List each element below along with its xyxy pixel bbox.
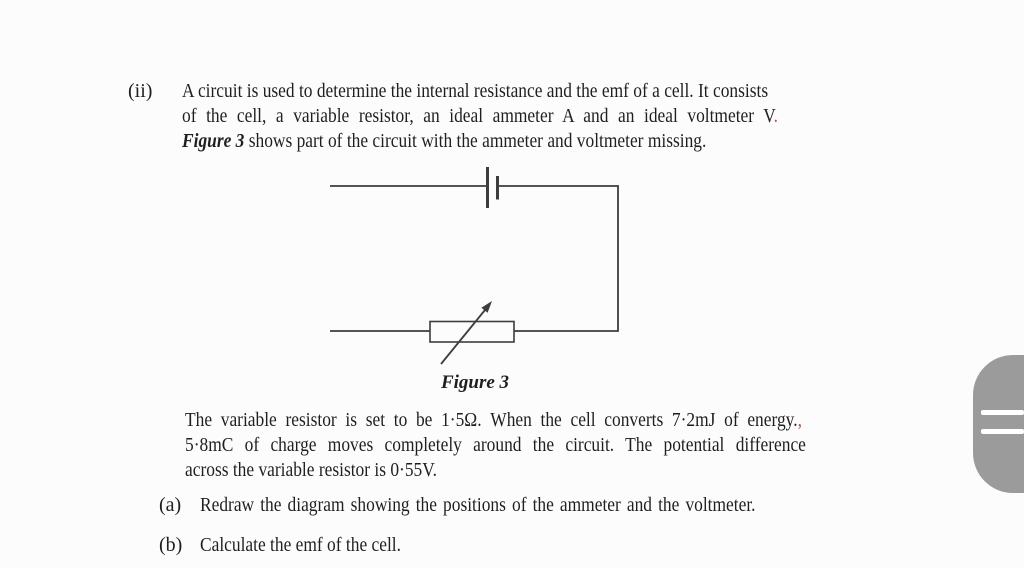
details-line-2: 5·8mC of charge moves completely around … — [185, 434, 806, 456]
details-line-1: The variable resistor is set to be 1·5Ω.… — [185, 409, 802, 431]
subquestion-a-text: Redraw the diagram showing the positions… — [200, 494, 756, 516]
question-marker: (ii) — [128, 80, 153, 102]
figure-caption: Figure 3 — [440, 372, 510, 393]
subquestion-b-marker: (b) — [159, 534, 183, 556]
menu-lines-icon — [981, 410, 1024, 415]
details-line-3: across the variable resistor is 0·55V. — [185, 459, 437, 481]
variable-resistor-arrowhead-icon — [481, 301, 492, 313]
stray-period: . — [773, 105, 778, 127]
question-line-3: Figure 3 shows part of the circuit with … — [182, 130, 707, 152]
question-paragraph: A circuit is used to determine the inter… — [182, 79, 867, 154]
question-line-1: A circuit is used to determine the inter… — [182, 80, 769, 102]
figure-3-reference: Figure 3 — [182, 130, 245, 152]
right-wire — [499, 185, 619, 332]
resistor-body — [429, 320, 515, 343]
variable-resistor-arrow-shaft — [440, 309, 486, 365]
menu-lines-icon — [981, 429, 1024, 434]
question-line-2: of the cell, a variable resistor, an ide… — [182, 105, 778, 127]
subquestion-a-marker: (a) — [159, 494, 182, 516]
scroll-drag-handle[interactable] — [973, 355, 1024, 493]
stray-comma: , — [797, 409, 802, 431]
subquestion-b-text: Calculate the emf of the cell. — [200, 534, 401, 556]
details-paragraph: The variable resistor is set to be 1·5Ω.… — [185, 408, 899, 483]
